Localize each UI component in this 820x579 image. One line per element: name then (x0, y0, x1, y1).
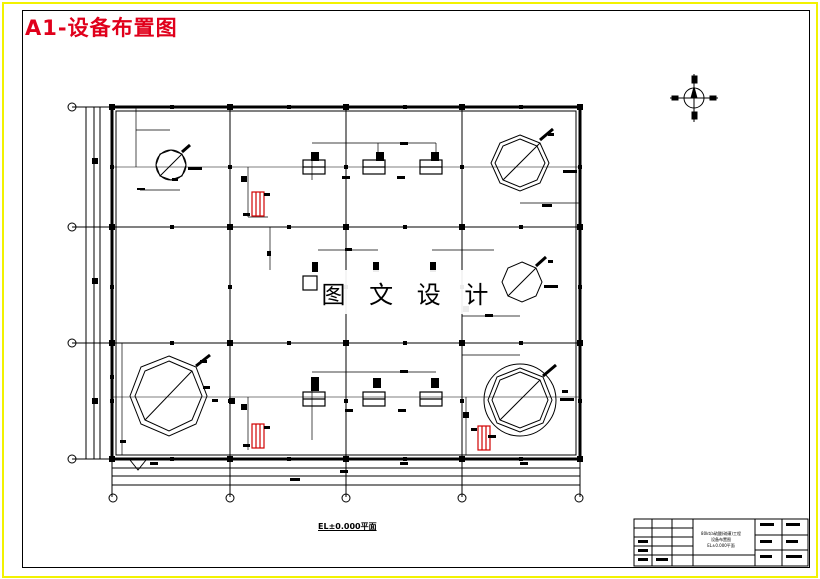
north-arrow-icon (670, 74, 718, 122)
tank-middle-right (501, 255, 548, 303)
plan-level: EL±0.000平面 (707, 543, 735, 548)
tank-large-bottom-left (129, 353, 211, 437)
tank-large-bottom-right (483, 363, 557, 437)
title-block (633, 518, 809, 567)
equipment-row-middle (302, 275, 318, 291)
column-markers (92, 104, 583, 481)
tank-small (155, 143, 191, 181)
drawing-name: 设备布置图 (711, 537, 731, 542)
plan-caption: EL±0.000平面 (318, 522, 377, 531)
project-name: 80kt/a硫酸(硫磺)工程 (701, 531, 741, 536)
red-equipment (251, 191, 491, 451)
sheet-title: A1-设备布置图 (25, 16, 178, 40)
title-block-text: 80kt/a硫酸(硫磺)工程 设备布置图 EL±0.000平面 (696, 531, 746, 549)
equipment-row-top (302, 159, 443, 175)
tank-large-top-right (490, 127, 554, 192)
title-block-marks (638, 523, 802, 561)
watermark-text: 图 文 设 计 (318, 270, 500, 314)
column-axes (108, 459, 584, 503)
drawing-frame (22, 10, 810, 568)
equipment-row-bottom (302, 391, 443, 407)
row-axes (67, 102, 112, 464)
leader-lines (121, 107, 580, 455)
